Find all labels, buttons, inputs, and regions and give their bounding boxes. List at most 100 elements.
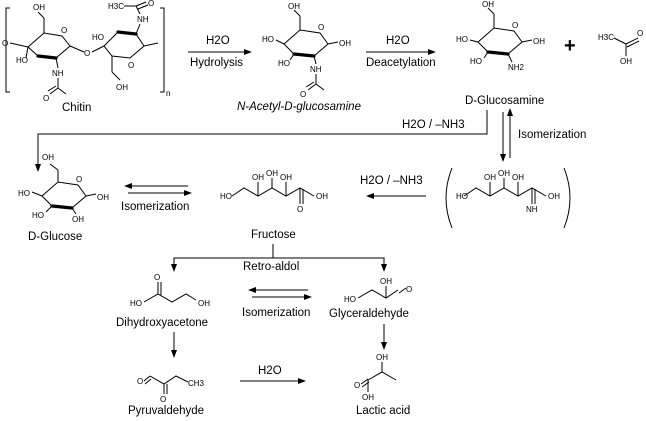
- atom-label: H3C: [598, 33, 614, 42]
- label-glyceraldehyde: Glyceraldehyde: [329, 308, 409, 320]
- atom-label: HO: [130, 299, 142, 308]
- nag-ring: [283, 29, 329, 57]
- atom-label: HO: [470, 57, 482, 66]
- atom-label: H3C: [108, 2, 124, 11]
- atom-label: OH: [376, 353, 388, 362]
- atom-label: O: [128, 61, 134, 70]
- dha-structure: HO O OH: [130, 273, 210, 308]
- atom-label: OH: [280, 173, 292, 182]
- glyceraldehyde-structure: HO O OH: [344, 277, 412, 304]
- condition-isomerization-2: Isomerization: [121, 201, 189, 213]
- atom-label: O: [61, 26, 67, 35]
- label-chitin: Chitin: [62, 102, 91, 114]
- atom-label: HO: [344, 295, 356, 304]
- atom-label: O: [300, 90, 306, 99]
- atom-label: NH: [526, 205, 538, 214]
- glucose-structure: OH O HO HO OH OH: [18, 153, 109, 224]
- atom-label: HO: [32, 211, 44, 220]
- glucosamine-structure: OH O HO HO OH NH2: [456, 0, 545, 72]
- atom-label: NH: [52, 69, 64, 78]
- atom-label: OH: [484, 173, 496, 182]
- bracket-left: [445, 167, 453, 229]
- atom-label: OH: [316, 192, 328, 201]
- atom-label: OH: [482, 0, 494, 9]
- atom-label: OH: [339, 39, 351, 48]
- atom-label: O: [297, 205, 303, 214]
- atom-label: O: [76, 175, 82, 184]
- atom-label: OH: [512, 173, 524, 182]
- reagent-pyruvaldehyde-to-lactic: H2O: [258, 365, 282, 377]
- atom-label: O: [2, 39, 8, 48]
- polymer-bracket-left: [5, 7, 10, 93]
- acetic-acid-structure: H3C O OH: [598, 29, 643, 66]
- fructose-structure: HO OH OH OH O OH: [220, 169, 328, 214]
- atom-label: OH: [620, 57, 632, 66]
- atom-label: O: [154, 273, 160, 282]
- atom-label: CH3: [188, 379, 205, 388]
- atom-label: HO: [456, 192, 468, 201]
- atom-label: OH: [97, 193, 109, 202]
- condition-deacetylation: Deacetylation: [366, 57, 436, 69]
- atom-label: NH2: [508, 63, 525, 72]
- nag-structure: OH O HO HO OH NH O: [262, 2, 351, 99]
- chitin-ring-2: [103, 31, 145, 59]
- reagent-imine-hydrolysis: H2O / –NH3: [360, 175, 423, 187]
- atom-label: OH: [72, 215, 84, 224]
- label-fructose: Fructose: [251, 229, 296, 241]
- atom-label: NH: [137, 15, 149, 24]
- condition-isomerization-3: Isomerization: [242, 307, 310, 319]
- label-glucosamine: D-Glucosamine: [465, 95, 544, 107]
- atom-label: O: [160, 395, 166, 404]
- atom-label: OH: [252, 173, 264, 182]
- polymer-bracket-right: [160, 7, 165, 93]
- arrow-retro-aldol-left: [173, 244, 274, 268]
- label-glucose: D-Glucose: [28, 231, 82, 243]
- atom-label: OH: [33, 3, 45, 12]
- label-dha: Dihydroxyacetone: [116, 317, 208, 329]
- atom-label: O: [43, 94, 49, 103]
- atom-label: O: [512, 21, 518, 30]
- atom-label: HO: [92, 33, 104, 42]
- atom-label: NH: [310, 65, 322, 74]
- glucosamine-ring: [477, 27, 523, 55]
- condition-hydrolysis: Hydrolysis: [190, 57, 243, 69]
- condition-retro-aldol: Retro-aldol: [243, 261, 299, 273]
- atom-label: OH: [42, 153, 54, 162]
- plus-sign: +: [564, 35, 576, 57]
- condition-isomerization-1: Isomerization: [518, 129, 586, 141]
- atom-label: O: [137, 377, 143, 386]
- atom-label: OH: [380, 277, 392, 286]
- reagent-glucosamine-to-glucose: H2O / –NH3: [402, 119, 465, 131]
- atom-label: OH: [288, 2, 300, 11]
- atom-label: O: [354, 381, 360, 390]
- atom-label: HO: [262, 35, 274, 44]
- atom-label: OH: [198, 299, 210, 308]
- atom-label: OH: [266, 169, 278, 178]
- atom-label: OH: [116, 83, 128, 92]
- atom-label: HO: [220, 192, 232, 201]
- chitin-structure: n O OH O HO NH O O HO OH O NH: [2, 0, 170, 103]
- atom-label: O: [637, 29, 643, 38]
- atom-label: OH: [362, 393, 374, 402]
- atom-label: HO: [278, 59, 290, 68]
- atom-label: O: [148, 0, 154, 8]
- pyruvaldehyde-structure: O O CH3: [137, 375, 205, 404]
- reagent-hydrolysis: H2O: [206, 35, 230, 47]
- atom-label: OH: [548, 192, 560, 201]
- atom-label: HO: [18, 189, 30, 198]
- atom-label: HO: [456, 35, 468, 44]
- imine-structure: HO OH OH OH NH OH: [445, 167, 571, 229]
- lactic-acid-structure: O OH OH: [354, 353, 397, 402]
- reagent-deacetylation: H2O: [386, 35, 410, 47]
- label-nag: N-Acetyl-D-glucosamine: [237, 101, 361, 113]
- bracket-right: [563, 167, 571, 229]
- label-pyruvaldehyde: Pyruvaldehyde: [128, 405, 204, 417]
- atom-label: HO: [16, 56, 28, 65]
- chitin-ring-1: [27, 32, 71, 59]
- atom-label: OH: [498, 169, 510, 178]
- polymer-subscript: n: [166, 89, 170, 98]
- glucose-ring: [41, 181, 87, 209]
- atom-label: O: [318, 23, 324, 32]
- atom-label: O: [84, 49, 90, 58]
